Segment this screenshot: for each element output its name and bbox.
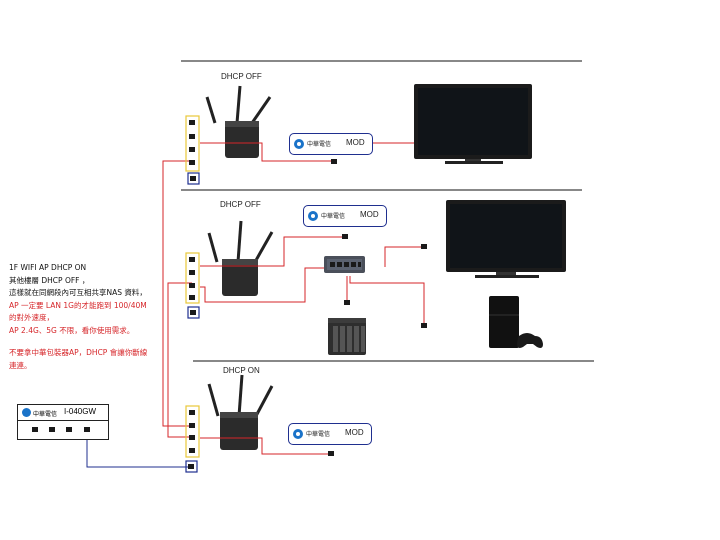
router-bottom-ports xyxy=(185,405,200,473)
mod-brand: 中華電信 xyxy=(306,432,331,438)
cable-bottom-mod xyxy=(200,437,330,455)
nas-icon xyxy=(328,318,366,355)
mod-label: MOD xyxy=(346,138,365,147)
tv-middle-icon xyxy=(446,200,566,278)
router-middle-ports xyxy=(185,252,200,319)
router-top-icon xyxy=(205,85,272,158)
cht-logo-icon xyxy=(22,408,31,417)
note-line: AP 2.4G、5G 不限，看你使用需求。 xyxy=(9,325,135,335)
modem-box: 中華電信 I-040GW xyxy=(17,404,109,440)
lan-port-icons xyxy=(188,120,427,469)
mod-label: MOD xyxy=(345,428,364,437)
cht-logo-icon xyxy=(294,139,304,149)
mod-box-middle: 中華電信 MOD xyxy=(303,205,387,227)
cht-logo-icon xyxy=(308,211,318,221)
mod-brand: 中華電信 xyxy=(307,142,332,148)
note-line: 1F WIFI AP DHCP ON xyxy=(9,263,87,272)
middle-cables xyxy=(200,236,425,324)
note-line: 這樣就在同網段內可互相共享NAS 資料， xyxy=(9,288,147,297)
router-middle-icon xyxy=(207,220,274,296)
switch-icon xyxy=(324,256,365,273)
router-top-label: DHCP OFF xyxy=(221,72,262,81)
router-bottom-icon xyxy=(207,374,274,450)
uplink-cables xyxy=(162,160,192,438)
modem-ports xyxy=(32,427,90,432)
setup-notes: 1F WIFI AP DHCP ON 其他樓層 DHCP OFF ， 這樣就在同… xyxy=(9,262,179,372)
note-line: 不要拿中華包裝器AP，DHCP 會讓你斷線 xyxy=(9,348,148,357)
router-middle-label: DHCP OFF xyxy=(220,200,261,209)
modem-header: 中華電信 I-040GW xyxy=(18,405,108,421)
router-bottom-label: DHCP ON xyxy=(223,366,260,375)
note-line: 其他樓層 DHCP OFF ， xyxy=(9,275,90,285)
mod-label: MOD xyxy=(360,210,379,219)
modem-brand: 中華電信 xyxy=(33,412,58,418)
modem-model: I-040GW xyxy=(64,407,97,416)
wan-cable xyxy=(86,427,191,468)
note-line: 的對外速度， xyxy=(9,313,54,322)
tv-top-icon xyxy=(414,84,532,164)
cable-top-mod xyxy=(200,142,332,162)
mod-box-bottom: 中華電信 MOD xyxy=(288,423,372,445)
mod-brand: 中華電信 xyxy=(321,214,346,220)
cht-logo-icon xyxy=(293,429,303,439)
mod-box-top: 中華電信 MOD xyxy=(289,133,373,155)
note-line: 連連。 xyxy=(9,360,32,370)
router-top-ports xyxy=(185,115,200,185)
ps4-icon xyxy=(489,296,543,348)
note-line: AP 一定要 LAN 1G的才能跑到 100/40M xyxy=(9,300,147,310)
